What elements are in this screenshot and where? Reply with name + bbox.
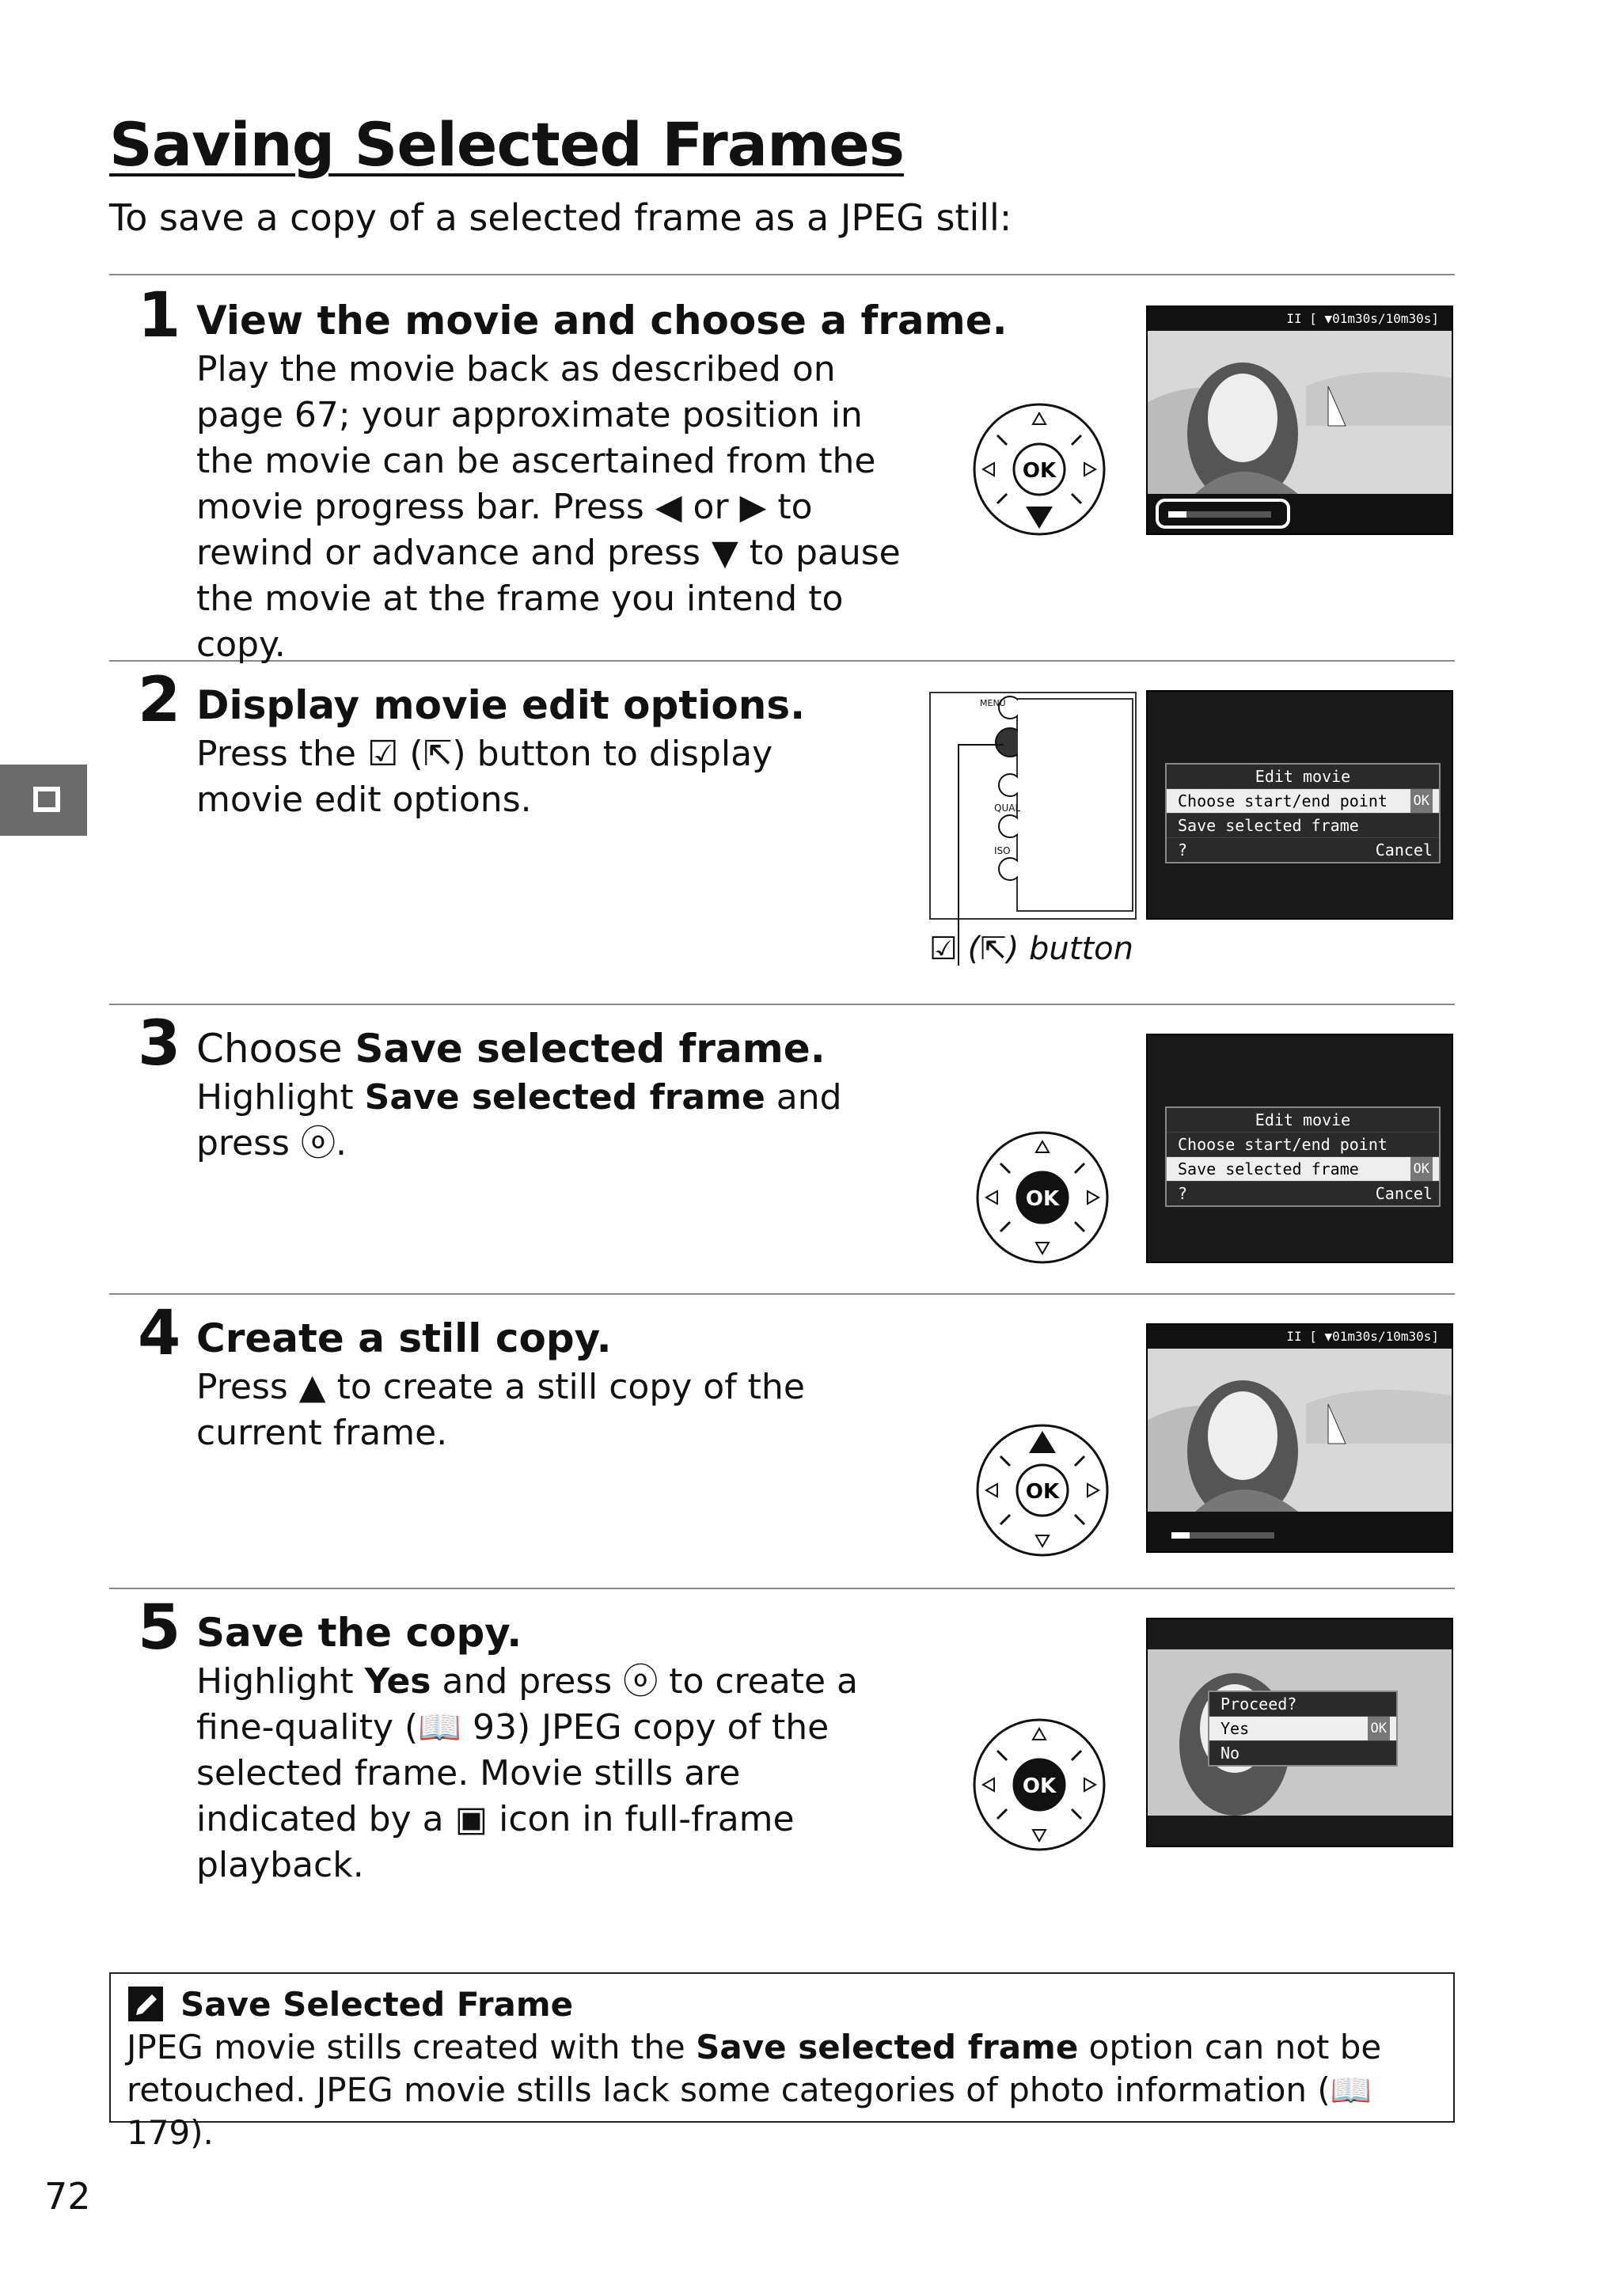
step-heading: Display movie edit options.: [196, 682, 806, 728]
step-heading: View the movie and choose a frame.: [196, 298, 1008, 343]
multi-selector-dial: OK: [976, 1131, 1109, 1264]
help-icon: ?: [1178, 841, 1188, 860]
step-number: 5: [138, 1592, 181, 1664]
divider: [109, 1588, 1455, 1589]
step-number: 1: [138, 280, 181, 351]
movie-icon: [33, 787, 60, 812]
step-body: Highlight Yes and press ⓞ to create a fi…: [196, 1661, 858, 1885]
page-subtitle: To save a copy of a selected frame as a …: [109, 196, 1012, 239]
menu-item-save-selected-frame[interactable]: Save selected frame: [1167, 813, 1439, 837]
up-arrow-icon: [1029, 1431, 1056, 1453]
progress-bar: [1171, 1532, 1274, 1539]
step-number: 4: [138, 1298, 181, 1369]
page-title: Saving Selected Frames: [109, 109, 905, 180]
multi-selector-dial: OK: [973, 403, 1106, 536]
menu-title: Edit movie: [1255, 1110, 1351, 1129]
dialog-title: Proceed?: [1220, 1694, 1297, 1713]
svg-text:OK: OK: [1026, 1187, 1060, 1211]
multi-selector-dial: OK: [976, 1424, 1109, 1557]
camera-screen-playback: II [ ▼01m30s/10m30s]: [1146, 1323, 1453, 1553]
cancel-label: Cancel: [1375, 841, 1433, 860]
movie-frame-image: [1148, 1349, 1452, 1523]
retouch-icon: ☑ (⇱): [366, 734, 466, 774]
help-icon: ?: [1178, 1184, 1188, 1203]
step-heading: Save the copy.: [196, 1610, 522, 1656]
option-no[interactable]: No: [1209, 1740, 1396, 1765]
menu-item-choose-start-end[interactable]: Choose start/end point: [1167, 1132, 1439, 1156]
ok-button-icon: [1015, 1171, 1069, 1224]
cancel-label: Cancel: [1375, 1184, 1433, 1203]
divider: [109, 1004, 1455, 1005]
edit-movie-menu: Edit movie Choose start/end point Save s…: [1165, 1106, 1441, 1207]
step-heading: Choose Save selected frame.: [196, 1026, 826, 1072]
pencil-note-icon: [128, 1987, 163, 2021]
menu-title: Edit movie: [1255, 767, 1351, 786]
step-number: 2: [138, 665, 181, 736]
page-number: 72: [44, 2175, 91, 2218]
button-caption: ☑ (⇱) button: [929, 931, 1133, 967]
callout-line: [958, 744, 959, 966]
progress-bar: [1156, 499, 1290, 529]
note-body: JPEG movie stills created with the Save …: [127, 2028, 1382, 2152]
chapter-tab: [0, 765, 87, 836]
divider: [109, 660, 1455, 662]
svg-text:OK: OK: [1026, 1480, 1060, 1504]
camera-screen-playback: II [ ▼01m30s/10m30s]: [1146, 306, 1453, 535]
divider: [109, 1293, 1455, 1295]
ok-button-icon: [1012, 1758, 1066, 1812]
note-heading: Save Selected Frame: [180, 1985, 574, 2024]
step-body: Highlight Save selected frame and press …: [196, 1077, 842, 1163]
playback-status: II [ ▼01m30s/10m30s]: [1148, 1325, 1452, 1349]
camera-screen-edit-menu: Edit movie Choose start/end point Save s…: [1146, 1034, 1453, 1263]
retouch-icon: ☑ (⇱): [929, 931, 1030, 967]
multi-selector-dial: OK: [973, 1718, 1106, 1851]
step-body: Press the ☑ (⇱) button to display movie …: [196, 734, 773, 820]
step-heading: Create a still copy.: [196, 1315, 612, 1361]
step-number: 3: [138, 1008, 181, 1080]
movie-frame-image: [1148, 331, 1452, 505]
dial-label: OK: [1023, 459, 1057, 483]
step-body: Press ▲ to create a still copy of the cu…: [196, 1367, 805, 1453]
divider: [109, 274, 1455, 275]
svg-text:OK: OK: [1023, 1774, 1057, 1798]
camera-back-illustration: MENU QUAL ISO: [929, 692, 1137, 920]
step-body: Play the movie back as described on page…: [196, 349, 901, 665]
playback-status: II [ ▼01m30s/10m30s]: [1148, 307, 1452, 331]
down-arrow-icon: [1026, 507, 1053, 529]
note-box: Save Selected Frame JPEG movie stills cr…: [109, 1972, 1455, 2152]
